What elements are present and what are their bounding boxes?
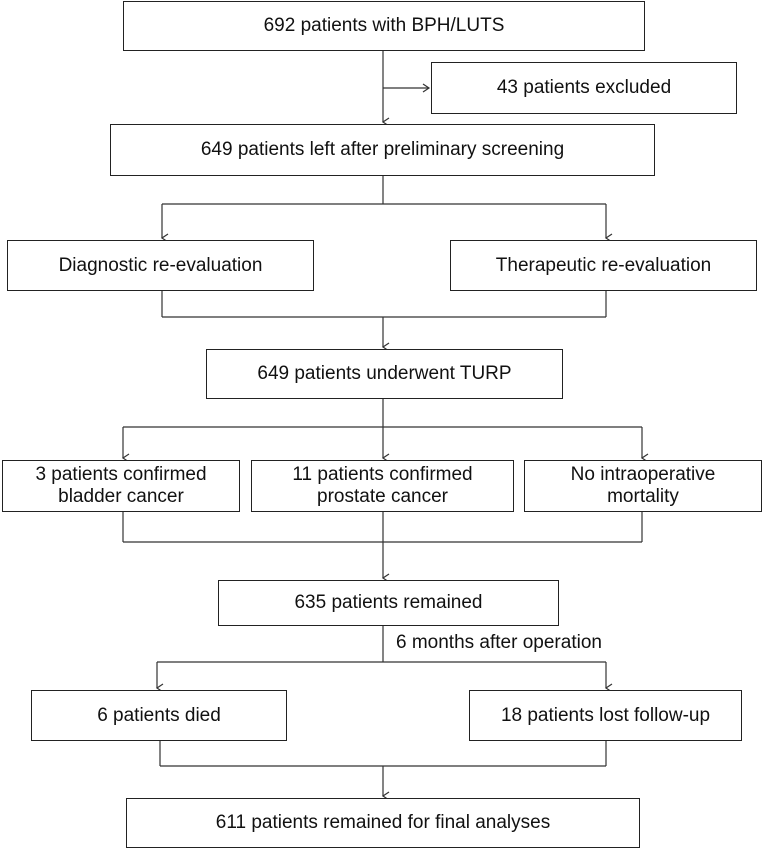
- excluded-label: 43 patients excluded: [496, 77, 672, 98]
- mortality-line2: mortality: [607, 486, 679, 507]
- lost-label: 18 patients lost follow-up: [500, 704, 711, 726]
- lost-followup-box: 18 patients lost follow-up: [469, 690, 742, 741]
- excluded-box: 43 patients excluded: [431, 62, 737, 114]
- bladder-line2: bladder cancer: [58, 486, 184, 507]
- died-box: 6 patients died: [31, 690, 287, 741]
- mortality-box: No intraoperative mortality: [524, 460, 762, 512]
- final-label: 611 patients remained for final analyses: [215, 812, 551, 833]
- turp-box: 649 patients underwent TURP: [206, 349, 563, 399]
- diagnostic-box: Diagnostic re-evaluation: [7, 240, 314, 291]
- interval-label: 6 months after operation: [396, 632, 602, 653]
- turp-label: 649 patients underwent TURP: [257, 363, 512, 384]
- screening-label: 649 patients left after preliminary scre…: [200, 139, 565, 160]
- start-label: 692 patients with BPH/LUTS: [263, 15, 505, 36]
- diagnostic-label: Diagnostic re-evaluation: [58, 254, 263, 276]
- start-box: 692 patients with BPH/LUTS: [123, 1, 645, 51]
- therapeutic-label: Therapeutic re-evaluation: [495, 254, 712, 276]
- remained-box: 635 patients remained: [218, 580, 559, 626]
- screening-box: 649 patients left after preliminary scre…: [110, 124, 655, 176]
- final-box: 611 patients remained for final analyses: [126, 798, 640, 848]
- prostate-line2: prostate cancer: [317, 486, 448, 507]
- remained-label: 635 patients remained: [294, 592, 483, 613]
- prostate-cancer-box: 11 patients confirmed prostate cancer: [251, 460, 514, 512]
- mortality-line1: No intraoperative: [570, 464, 716, 485]
- prostate-line1: 11 patients confirmed: [292, 464, 473, 485]
- died-label: 6 patients died: [97, 704, 221, 726]
- bladder-cancer-box: 3 patients confirmed bladder cancer: [2, 460, 240, 512]
- bladder-line1: 3 patients confirmed: [35, 464, 207, 485]
- therapeutic-box: Therapeutic re-evaluation: [450, 240, 757, 291]
